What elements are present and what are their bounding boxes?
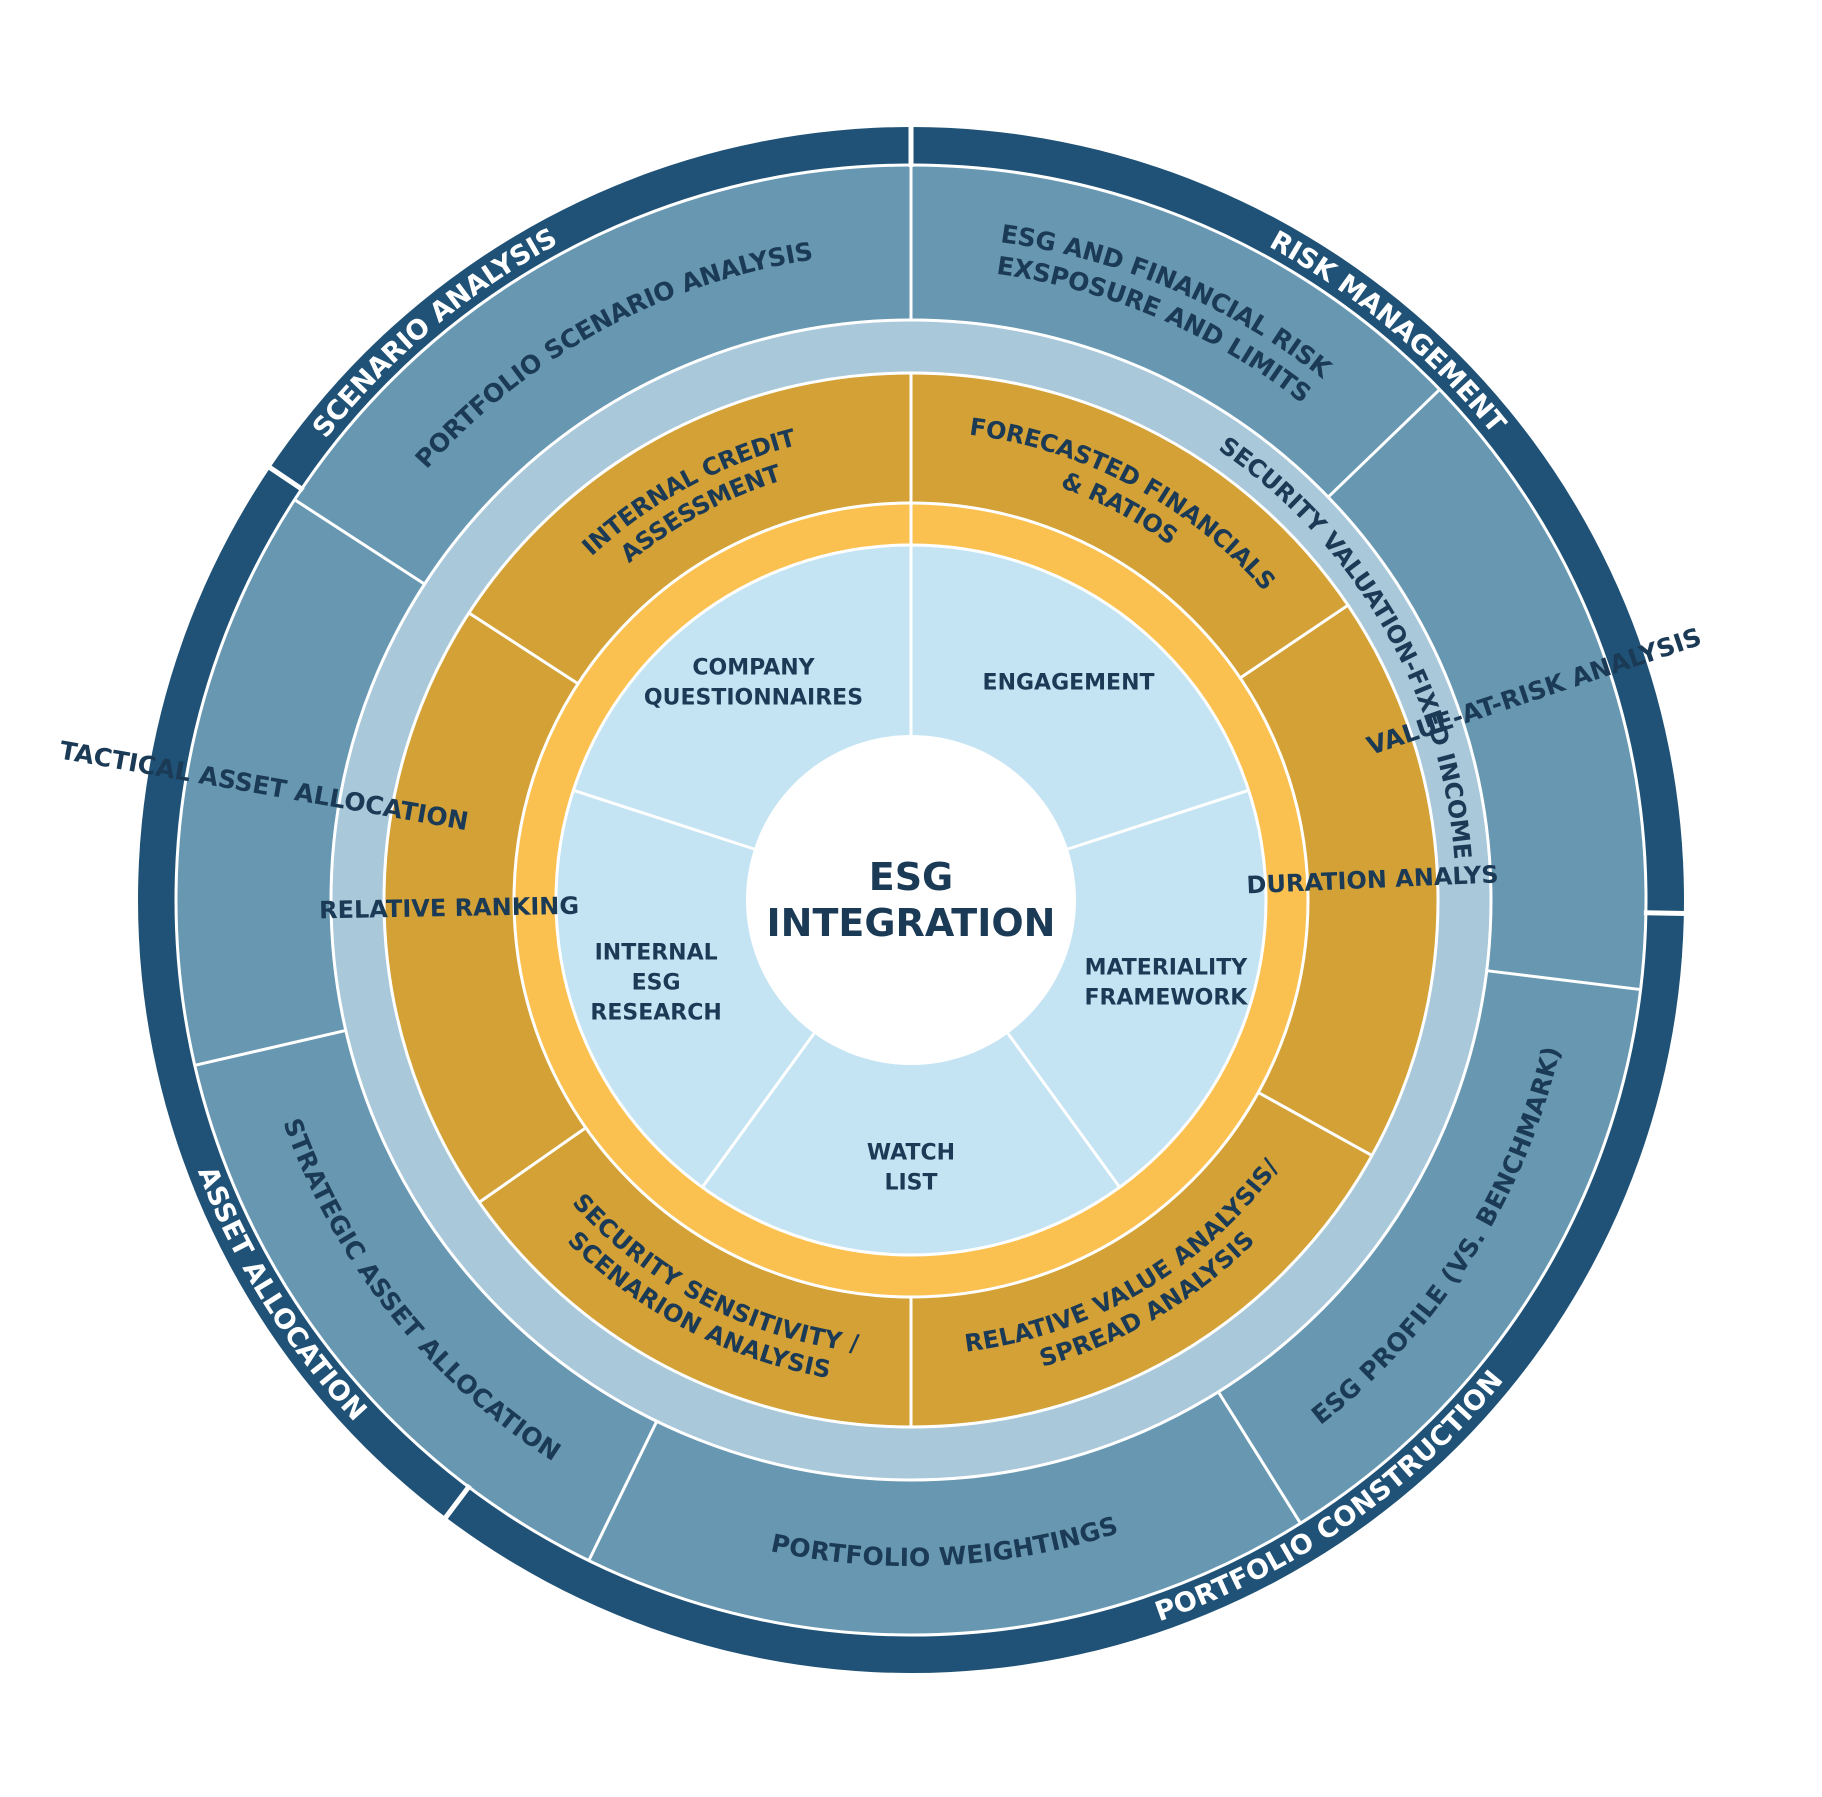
core-segment-label: ESG xyxy=(632,970,681,995)
outer-band-divider xyxy=(442,1483,472,1521)
center-title: ESG xyxy=(869,855,954,899)
ring-4-divider xyxy=(587,1420,659,1562)
core-segment-label: WATCH xyxy=(867,1141,955,1166)
core-divider xyxy=(572,788,755,851)
core-segment-label: INTERNAL xyxy=(595,940,718,965)
ring-4-divider xyxy=(1327,388,1441,499)
wheel-rings xyxy=(138,125,1686,1673)
ring-2-divider xyxy=(478,1126,587,1204)
center-circle xyxy=(746,735,1076,1065)
core-divider xyxy=(1006,1032,1121,1189)
core-divider xyxy=(701,1032,816,1189)
core-segment-label: COMPANY xyxy=(692,656,815,681)
core-segment-label: ENGAGEMENT xyxy=(983,671,1155,696)
core-segment-label: FRAMEWORK xyxy=(1084,985,1248,1010)
ring-4-divider xyxy=(293,498,426,586)
ring-2-label-line: RELATIVE RANKING xyxy=(319,892,579,925)
ring-2-divider xyxy=(468,611,579,686)
core-divider xyxy=(1067,788,1250,851)
ring-4-divider xyxy=(1217,1391,1302,1525)
core-segment-label: RESEARCH xyxy=(590,1000,721,1025)
core-segment-label: QUESTIONNAIRES xyxy=(644,686,863,711)
core-segment-label: LIST xyxy=(884,1171,937,1196)
outer-band-divider xyxy=(267,464,305,493)
center-title: INTEGRATION xyxy=(767,901,1056,945)
ring-2-divider xyxy=(1257,1091,1373,1157)
ring-4-divider xyxy=(1486,969,1641,992)
outer-band-divider xyxy=(1643,910,1686,917)
ring-2-divider xyxy=(1239,604,1349,680)
ring-4-divider xyxy=(194,1029,347,1067)
ring-2-label: RELATIVE RANKING xyxy=(319,892,579,925)
core-segment-label: MATERIALITY xyxy=(1085,955,1249,980)
